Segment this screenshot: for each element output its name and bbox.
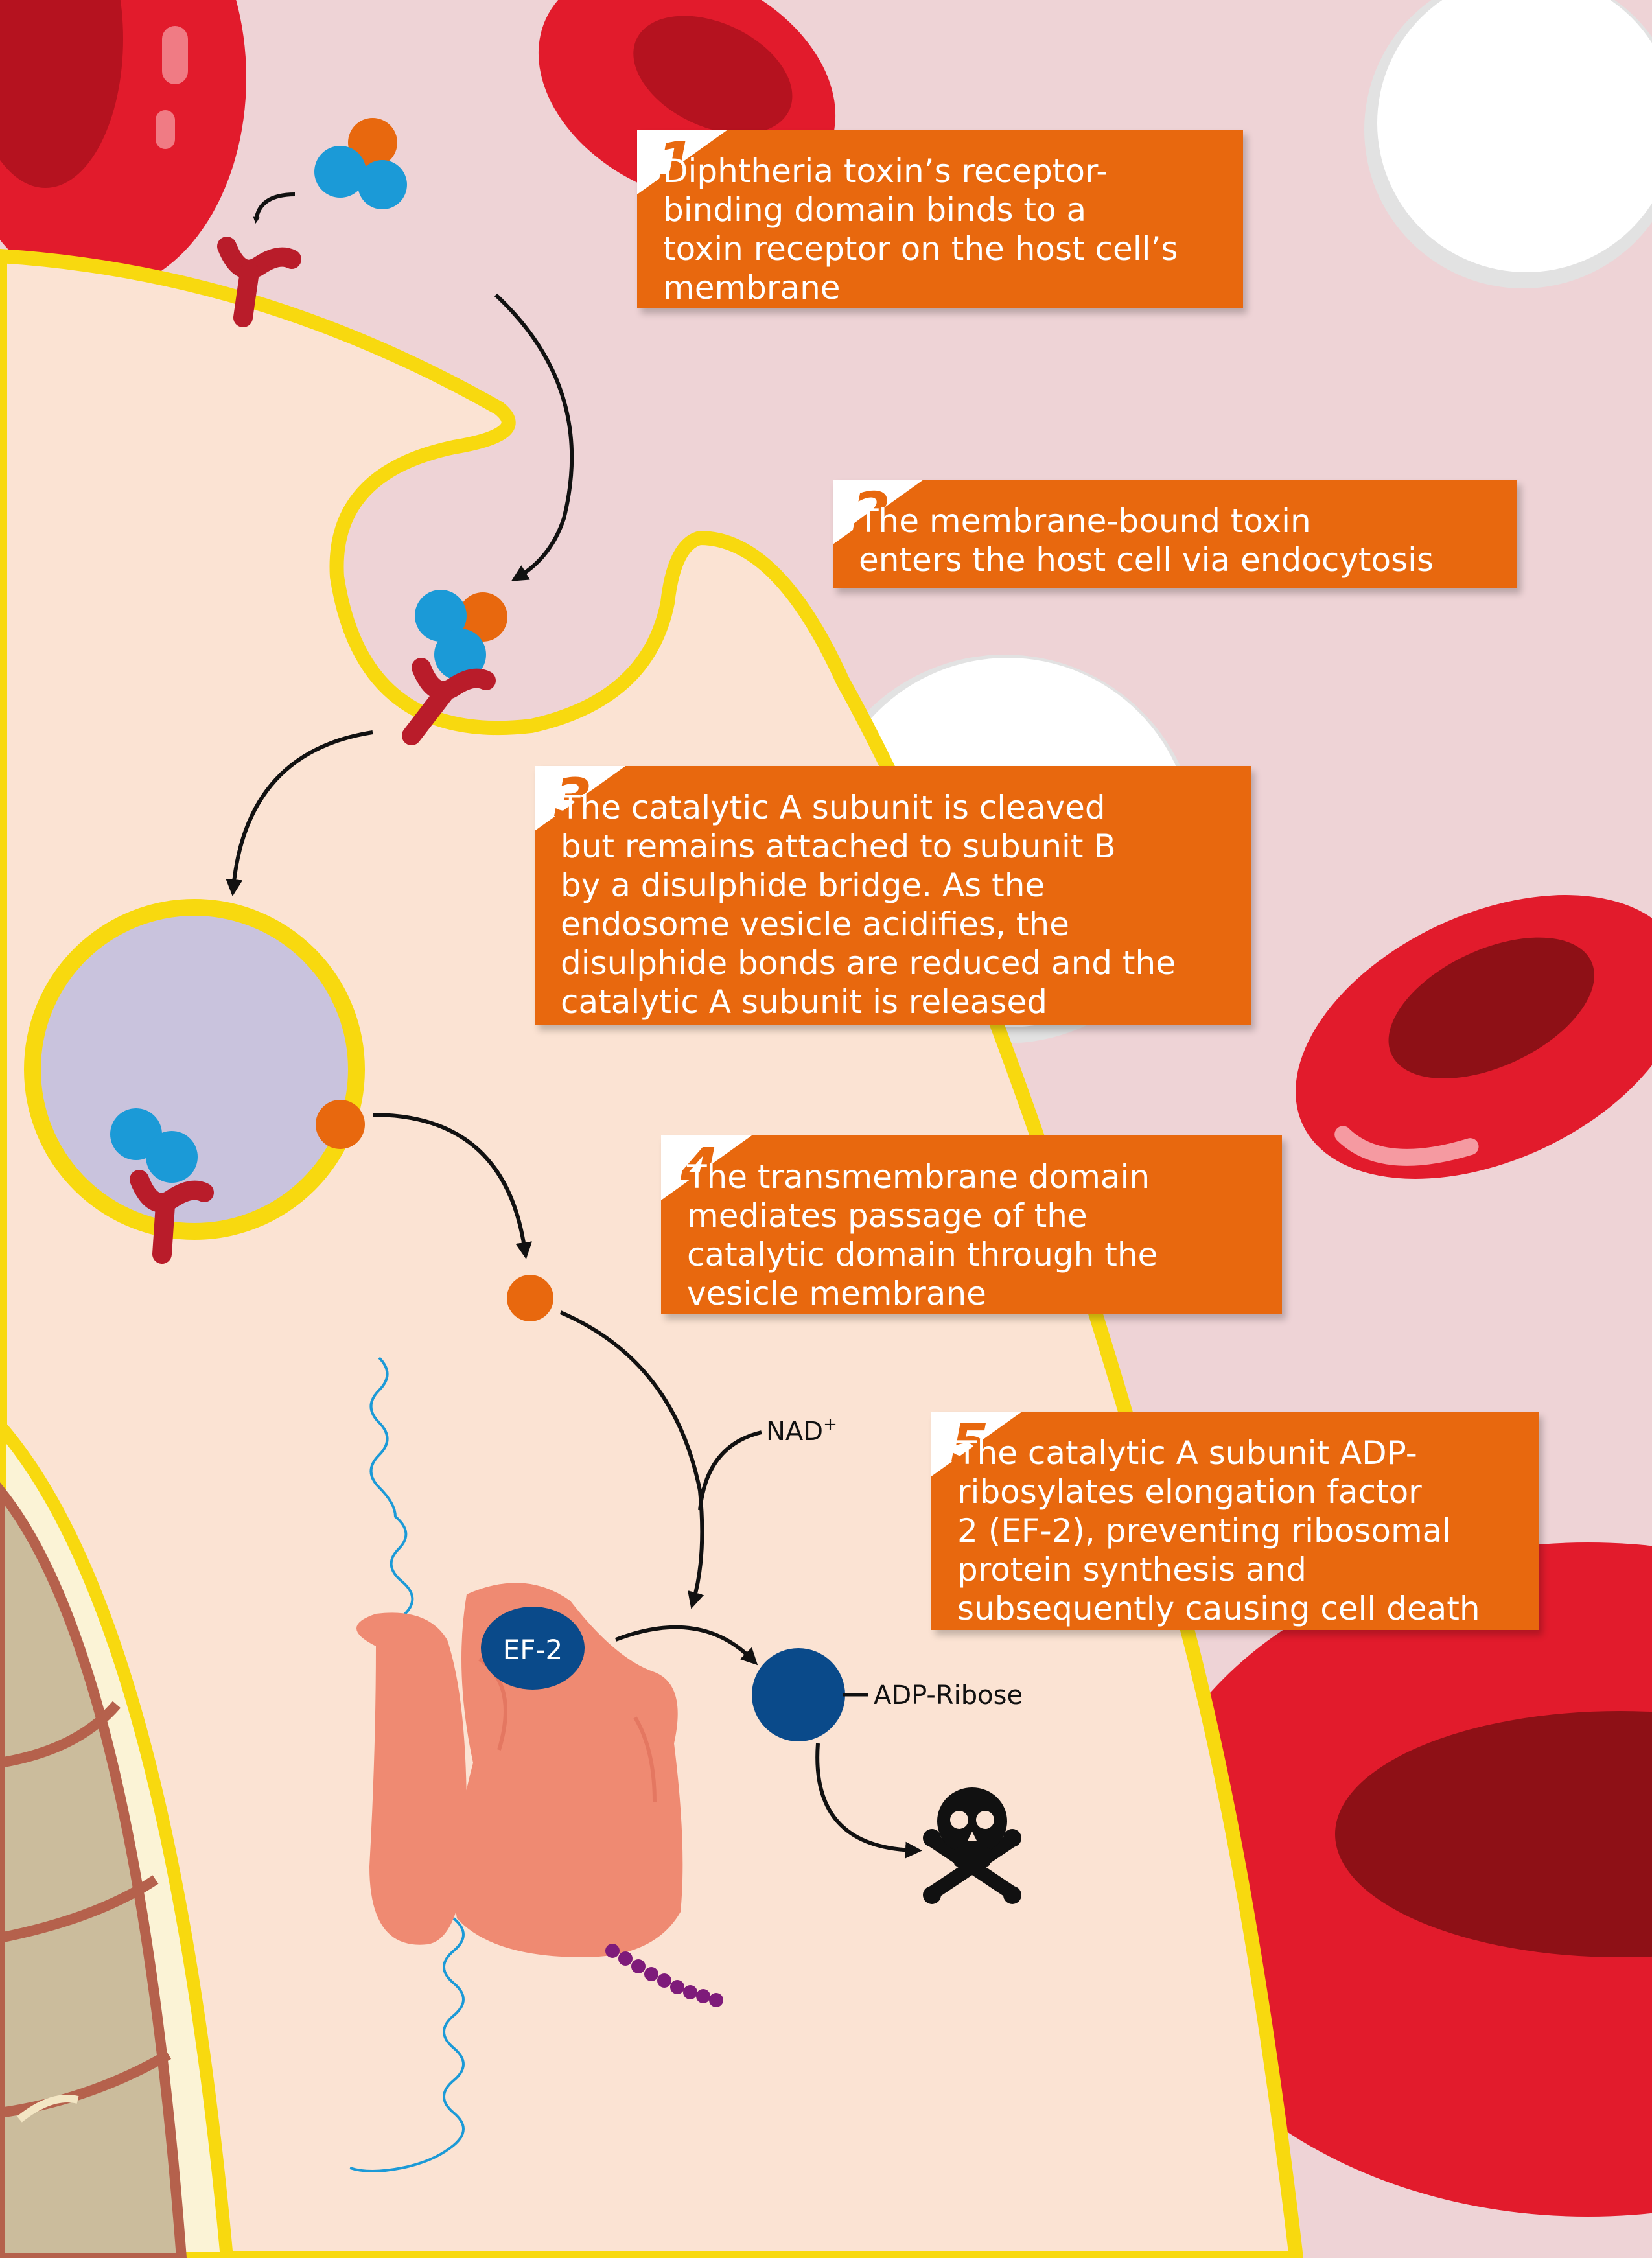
step-5-callout: 5 The catalytic A subunit ADP- ribosylat… — [931, 1412, 1539, 1630]
arrow-toxin-to-receptor — [253, 192, 296, 224]
step-1-callout: 1 Diphtheria toxin’s receptor- binding d… — [637, 130, 1243, 308]
toxin-receptor-surface — [217, 237, 301, 327]
ef2-label: EF-2 — [503, 1634, 563, 1666]
step-4-callout: 4 The transmembrane domain mediates pass… — [661, 1135, 1282, 1314]
step-3-callout: 3 The catalytic A subunit is cleaved but… — [535, 766, 1251, 1025]
mrna-strand-lower — [349, 1917, 465, 2172]
red-blood-cell-right-middle — [1296, 895, 1652, 1179]
toxin-molecule-free — [314, 118, 407, 209]
step-1-number: 1 — [657, 130, 695, 194]
step-2-corner — [833, 480, 924, 544]
arrow-nad-input — [698, 1430, 762, 1511]
adp-ribose-label: ADP-Ribose — [874, 1681, 1023, 1710]
step-4-corner — [661, 1135, 752, 1200]
step-3-number: 3 — [554, 767, 592, 830]
arrow-to-ribosome — [559, 1310, 704, 1609]
step-5-text: The catalytic A subunit ADP- ribosylates… — [957, 1434, 1480, 1627]
arrow-a-subunit-release — [372, 1113, 533, 1259]
step-1-text: Diphtheria toxin’s receptor- binding dom… — [663, 152, 1178, 307]
catalytic-a-subunit-on-membrane — [316, 1100, 365, 1149]
polypeptide-chain — [605, 1944, 723, 2007]
mrna-strand — [369, 1356, 414, 1647]
white-blood-cell-top-right — [1364, 0, 1652, 288]
step-1-corner — [637, 130, 728, 194]
arrow-to-cell-death — [815, 1743, 922, 1859]
red-blood-cell-top-left — [0, 0, 246, 292]
step-5-number: 5 — [951, 1412, 989, 1476]
step-4-text: The transmembrane domain mediates passag… — [687, 1158, 1158, 1312]
step-2-text: The membrane-bound toxin enters the host… — [859, 502, 1434, 579]
skull-and-crossbones-icon — [923, 1787, 1021, 1904]
arrow-endocytosis — [494, 293, 574, 581]
endosome-vesicle — [24, 899, 365, 1240]
arrow-to-endosome — [226, 730, 373, 896]
step-3-text: The catalytic A subunit is cleaved but r… — [561, 789, 1176, 1021]
step-4-number: 4 — [681, 1136, 719, 1200]
step-5-corner — [931, 1412, 1022, 1476]
catalytic-a-subunit-cytosol — [507, 1275, 553, 1321]
mitochondrion — [0, 1415, 234, 2258]
arrow-ef2-release — [614, 1625, 758, 1666]
step-2-number: 2 — [852, 480, 890, 544]
ef2-on-ribosome: EF-2 — [481, 1607, 585, 1690]
toxin-receptor-complex-endocytosed — [402, 590, 507, 745]
ef2-adp-ribosylated — [752, 1648, 868, 1741]
step-2-callout: 2 The membrane-bound toxin enters the ho… — [833, 480, 1517, 588]
step-3-corner — [535, 766, 625, 831]
toxin-subunit-b-in-vesicle — [110, 1108, 214, 1264]
nad-label: NAD+ — [766, 1415, 837, 1447]
